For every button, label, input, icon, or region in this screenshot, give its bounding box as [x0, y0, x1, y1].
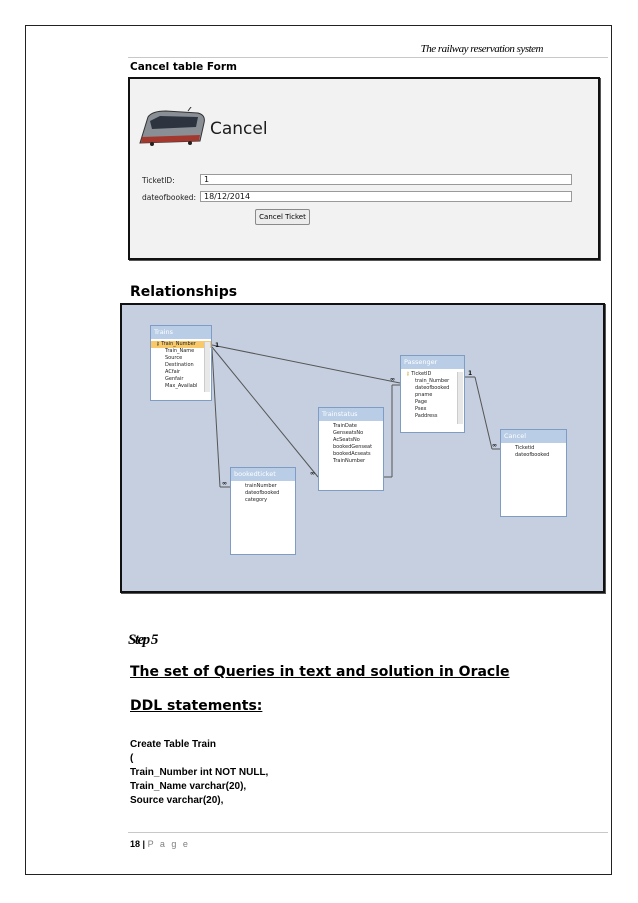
svg-text:∞: ∞ [492, 442, 497, 449]
table-title: Trainstatus [319, 408, 383, 421]
page-footer: 18 | P a g e [130, 839, 190, 849]
cancel-ticket-button[interactable]: Cancel Ticket [255, 209, 310, 225]
code-line: ( [130, 753, 134, 764]
table-bookedticket[interactable]: bookedticket trainNumber dateofbooked ca… [230, 467, 296, 555]
header-rule [128, 57, 608, 58]
table-field: TrainNumber [333, 458, 366, 464]
table-field: dateofbooked [245, 490, 280, 496]
table-field: ⚷ TicketID [406, 371, 432, 377]
ticketid-label: TicketID: [142, 176, 175, 185]
table-field: GenseatsNo [333, 430, 364, 436]
table-field: trainNumber [245, 483, 277, 489]
dateofbooked-field[interactable]: 18/12/2014 [200, 191, 572, 202]
cancel-form-screenshot: Cancel TicketID: 1 dateofbooked: 18/12/2… [128, 77, 600, 260]
table-field: dateofbooked [415, 385, 450, 391]
table-field: Train_Name [165, 348, 195, 354]
table-field: dateofbooked [515, 452, 550, 458]
table-title: Cancel [501, 430, 566, 443]
svg-text:1: 1 [215, 342, 219, 349]
table-trainstatus[interactable]: Trainstatus TrainDate GenseatsNo AcSeats… [318, 407, 384, 491]
table-field: category [245, 497, 268, 503]
table-field: TrainDate [333, 423, 357, 429]
relationships-heading: Relationships [130, 284, 238, 300]
ddl-heading: DDL statements: [130, 698, 263, 714]
table-field: train_Number [415, 378, 450, 384]
footer-rule [128, 832, 608, 833]
svg-text:∞: ∞ [222, 480, 227, 487]
table-field: Ticketid [515, 445, 535, 451]
cancel-form-heading: Cancel table Form [130, 61, 237, 73]
relationships-diagram: 1 ∞ ∞ ∞ 1 ∞ Trains ⚷ Train_Number Train_… [120, 303, 605, 593]
table-passenger[interactable]: Passenger ⚷ TicketID train_Number dateof… [400, 355, 465, 433]
page-word: P a g e [147, 839, 190, 849]
page-number: 18 [130, 839, 141, 849]
table-field: ACfair [165, 369, 181, 375]
table-field: Psex [415, 406, 427, 412]
table-scrollbar[interactable] [457, 372, 463, 424]
train-icon [139, 107, 205, 146]
table-title: Passenger [401, 356, 464, 369]
table-field: bookedAcseats [333, 451, 371, 457]
table-field: AcSeatsNo [333, 437, 360, 443]
svg-text:∞: ∞ [390, 376, 395, 383]
table-field: Paddress [415, 413, 438, 419]
table-cancel[interactable]: Cancel Ticketid dateofbooked [500, 429, 567, 517]
table-field: pname [415, 392, 433, 398]
svg-text:1: 1 [468, 370, 472, 377]
code-line: Train_Name varchar(20), [130, 781, 247, 792]
footer-separator: | [142, 839, 146, 849]
table-title: Trains [151, 326, 211, 339]
table-field: Destination [165, 362, 194, 368]
step-label: Step 5 [128, 632, 158, 648]
svg-text:∞: ∞ [310, 470, 315, 477]
table-field: Source [165, 355, 183, 361]
code-line: Train_Number int NOT NULL, [130, 767, 269, 778]
queries-heading: The set of Queries in text and solution … [130, 664, 510, 680]
table-trains[interactable]: Trains ⚷ Train_Number Train_Name Source … [150, 325, 212, 401]
table-field: ⚷ Train_Number [151, 341, 211, 348]
code-line: Source varchar(20), [130, 795, 224, 806]
form-title: Cancel [210, 119, 268, 139]
ticketid-field[interactable]: 1 [200, 174, 572, 185]
table-field: Genfair [165, 376, 184, 382]
table-field: bookedGenseat [333, 444, 373, 450]
table-field: Max_Availabl [165, 383, 198, 389]
relationship-lines: 1 ∞ ∞ ∞ 1 ∞ [211, 342, 500, 488]
code-line: Create Table Train [130, 739, 216, 750]
dateofbooked-label: dateofbooked: [142, 193, 197, 202]
key-icon: ⚷ [156, 341, 162, 347]
running-header: The railway reservation system [420, 43, 544, 55]
page-border [25, 25, 612, 875]
table-title: bookedticket [231, 468, 295, 481]
key-icon: ⚷ [406, 371, 412, 377]
table-field: Page [415, 399, 428, 405]
table-scrollbar[interactable] [204, 342, 210, 392]
